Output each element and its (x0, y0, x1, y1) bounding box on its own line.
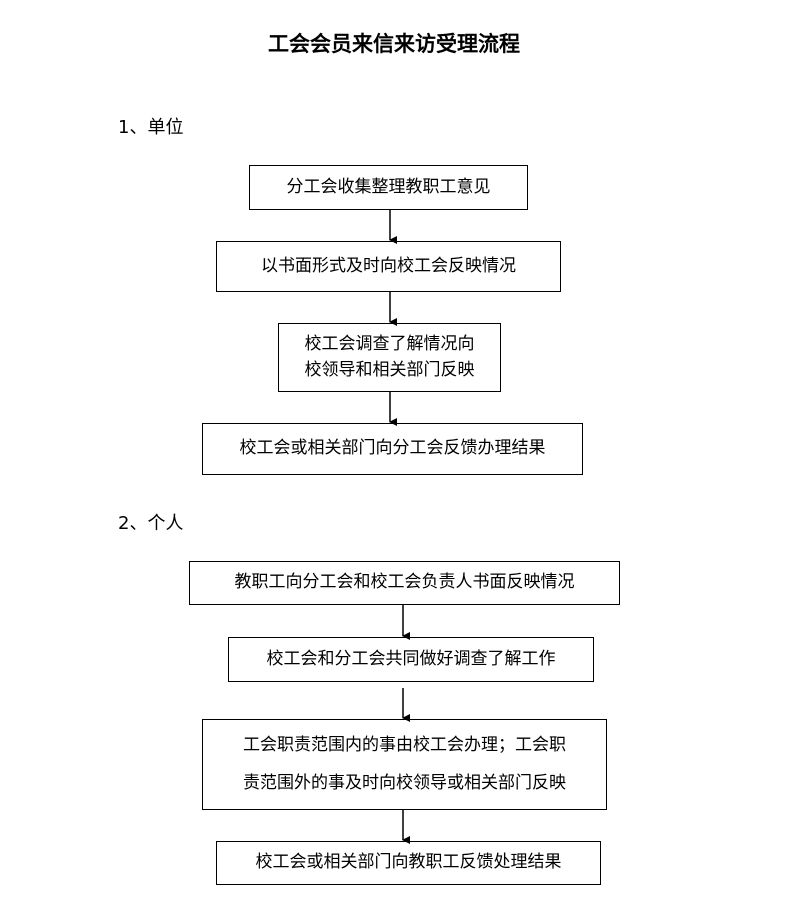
flow-step-1-1: 分工会收集整理教职工意见 (249, 165, 528, 210)
flow-step-1-4: 校工会或相关部门向分工会反馈办理结果 (202, 423, 583, 475)
flow-step-1-2: 以书面形式及时向校工会反映情况 (216, 241, 561, 292)
flow-step-2-1: 教职工向分工会和校工会负责人书面反映情况 (189, 561, 620, 605)
section-heading-unit: 1、单位 (118, 117, 184, 138)
page-title: 工会会员来信来访受理流程 (268, 32, 520, 56)
flow-step-2-2: 校工会和分工会共同做好调查了解工作 (228, 637, 594, 682)
flow-step-2-4: 校工会或相关部门向教职工反馈处理结果 (216, 841, 601, 885)
flow-step-2-3: 工会职责范围内的事由校工会办理；工会职 责范围外的事及时向校领导或相关部门反映 (202, 719, 607, 810)
flow-step-1-3: 校工会调查了解情况向 校领导和相关部门反映 (278, 323, 501, 392)
section-heading-individual: 2、个人 (118, 513, 184, 534)
